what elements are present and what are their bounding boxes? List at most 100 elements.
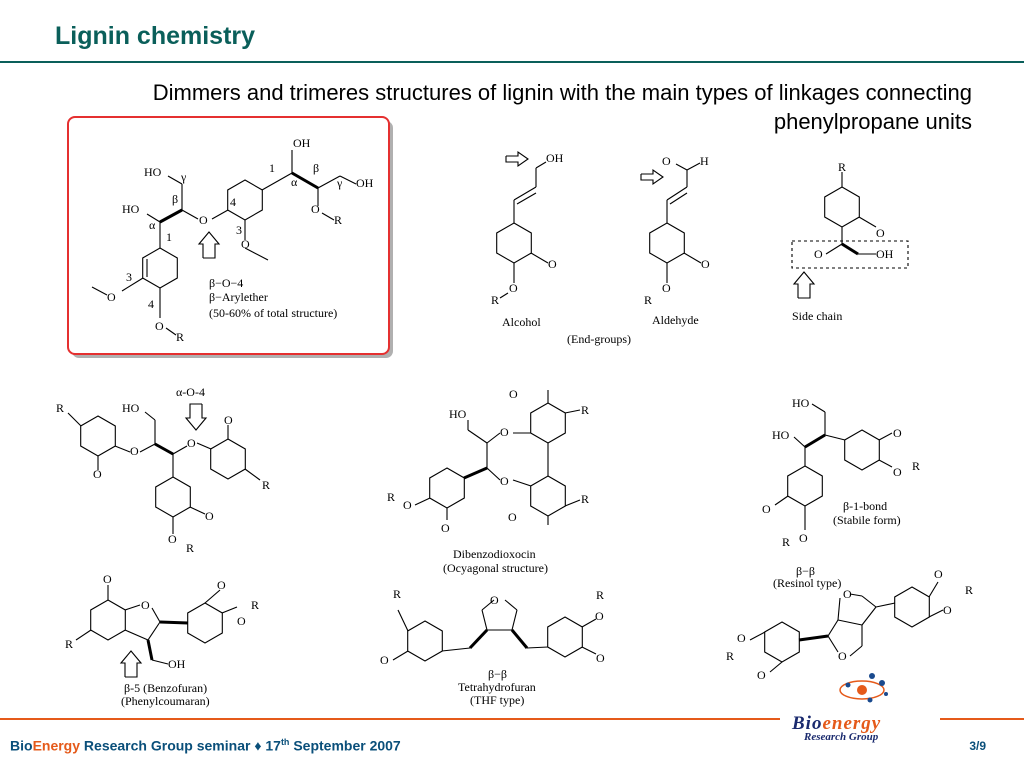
o-label: O xyxy=(199,213,208,227)
o-label: O xyxy=(93,467,102,481)
beta-label: β xyxy=(313,161,319,175)
o-label: O xyxy=(757,668,766,682)
linkage-label: β−O−4 xyxy=(209,276,243,290)
o-label: O xyxy=(237,614,246,628)
beta-o-4-structure: OH HO OH HO O O R O O O R γ β α β α γ 1 … xyxy=(91,136,374,344)
footer-energy: Energy xyxy=(32,737,81,754)
ho-label: HO xyxy=(144,165,162,179)
o-label: O xyxy=(490,593,499,607)
position-number: 4 xyxy=(230,195,236,209)
oh-label: OH xyxy=(356,176,374,190)
ho-label: HO xyxy=(772,428,790,442)
position-number: 3 xyxy=(236,223,242,237)
ho-label: HO xyxy=(792,396,810,410)
linkage-share-label: (50-60% of total structure) xyxy=(209,306,337,320)
o-label: O xyxy=(217,578,226,592)
o-label: O xyxy=(508,510,517,524)
o-label: O xyxy=(187,436,196,450)
o-label: O xyxy=(130,444,139,458)
h-label: H xyxy=(700,154,709,168)
o-label: O xyxy=(441,521,450,535)
beta-5-label: β-5 (Benzofuran) xyxy=(124,681,207,695)
o-label: O xyxy=(934,567,943,581)
o-label: O xyxy=(893,426,902,440)
o-label: O xyxy=(814,247,823,261)
position-number: 1 xyxy=(166,230,172,244)
footer-divider xyxy=(940,718,1024,720)
beta-beta-thf-structure: O R O R O O β−β Tetrahydrofuran (THF typ… xyxy=(380,587,605,707)
o-label: O xyxy=(762,502,771,516)
r-label: R xyxy=(186,541,194,555)
o-label: O xyxy=(500,474,509,488)
stabile-form-label: (Stabile form) xyxy=(833,513,901,527)
r-label: R xyxy=(965,583,973,597)
slide-subtitle: Dimmers and trimeres structures of ligni… xyxy=(152,80,972,134)
o-label: O xyxy=(876,226,885,240)
o-label: O xyxy=(311,202,320,216)
title-divider xyxy=(0,61,1024,63)
o-label: O xyxy=(107,290,116,304)
dibenzodioxocin-label: Dibenzodioxocin xyxy=(453,547,536,561)
position-number: 4 xyxy=(148,297,154,311)
alpha-o-4-label: α-O-4 xyxy=(176,385,205,399)
linkage-label: β−Arylether xyxy=(209,290,268,304)
oh-label: OH xyxy=(293,136,311,150)
aldehyde-label: Aldehyde xyxy=(652,313,699,327)
o-label: O xyxy=(403,498,412,512)
o-label: O xyxy=(799,531,808,545)
beta-label: β xyxy=(172,192,178,206)
gamma-label: γ xyxy=(336,176,343,190)
r-label: R xyxy=(56,401,64,415)
position-number: 3 xyxy=(126,270,132,284)
o-label: O xyxy=(596,651,605,665)
logo-wordmark: Bioenergy xyxy=(792,713,882,734)
oh-label: OH xyxy=(876,247,894,261)
o-label: O xyxy=(893,465,902,479)
o-label: O xyxy=(737,631,746,645)
o-label: O xyxy=(241,237,250,251)
o-label: O xyxy=(205,509,214,523)
beta-1-bond-label: β-1-bond xyxy=(843,499,887,513)
oh-label: OH xyxy=(546,151,564,165)
o-label: O xyxy=(548,257,557,271)
page-number: 3/9 xyxy=(969,739,986,753)
thf-type-label: (THF type) xyxy=(470,693,524,707)
o-label: O xyxy=(509,281,518,295)
side-chain-label: Side chain xyxy=(792,309,842,323)
o-label: O xyxy=(500,425,509,439)
beta-o-4-highlight-box xyxy=(67,116,393,358)
footer-text: BioEnergy Research Group seminar ♦ 17th … xyxy=(10,737,401,754)
beta-5-benzofuran-structure: O O R OH O O R β-5 (Benzofuran) (Phenylc… xyxy=(65,572,259,708)
beta-beta-label: β−β xyxy=(488,667,507,681)
r-label: R xyxy=(334,213,342,227)
footer-date: September 2007 xyxy=(289,737,401,754)
resinol-type-label: (Resinol type) xyxy=(773,576,841,590)
alpha-label: α xyxy=(291,175,298,189)
r-label: R xyxy=(782,535,790,549)
o-label: O xyxy=(662,154,671,168)
beta-beta-label: β−β xyxy=(796,564,815,578)
alpha-o-4-structure: α-O-4 R HO O O O O R O O R xyxy=(56,385,270,555)
r-label: R xyxy=(262,478,270,492)
o-label: O xyxy=(662,281,671,295)
r-label: R xyxy=(726,649,734,663)
o-label: O xyxy=(141,598,150,612)
r-label: R xyxy=(251,598,259,612)
footer-seminar: Research Group seminar ♦ 17 xyxy=(80,737,281,754)
alpha-label: α xyxy=(149,218,156,232)
r-label: R xyxy=(581,403,589,417)
o-label: O xyxy=(380,653,389,667)
o-label: O xyxy=(103,572,112,586)
dibenzodioxocin-structure: O R HO O O R O R O O Dibenzodioxocin (Oc… xyxy=(387,387,589,575)
tetrahydrofuran-label: Tetrahydrofuran xyxy=(458,680,536,694)
side-chain-structure: R O O OH Side chain xyxy=(791,160,909,323)
o-label: O xyxy=(595,609,604,623)
ho-label: HO xyxy=(122,401,140,415)
o-label: O xyxy=(701,257,710,271)
o-label: O xyxy=(168,532,177,546)
r-label: R xyxy=(491,293,499,307)
o-label: O xyxy=(224,413,233,427)
aldehyde-end-group-structure: O H O O R Aldehyde xyxy=(640,154,710,327)
position-number: 1 xyxy=(269,161,275,175)
